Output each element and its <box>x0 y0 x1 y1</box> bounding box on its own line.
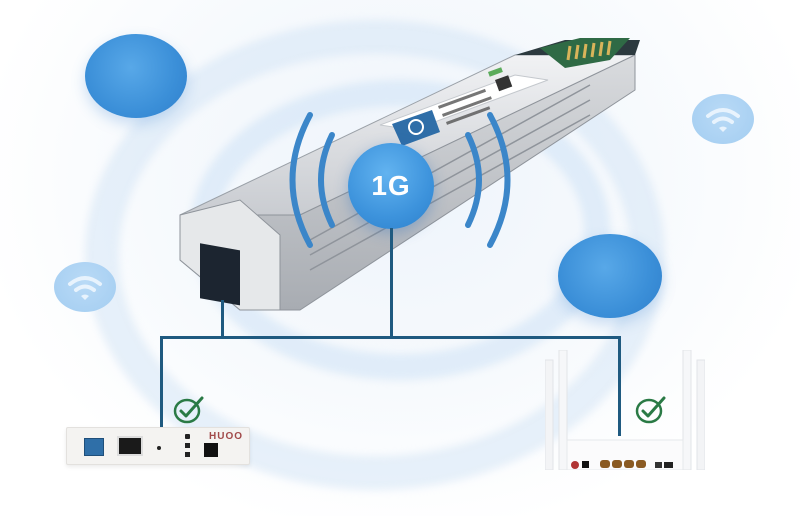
blue-orb-top-left <box>85 34 187 118</box>
fiber-port <box>84 438 104 456</box>
signal-waves <box>289 112 511 248</box>
wifi-router <box>545 350 705 470</box>
onu-device: HUOO <box>66 427 250 465</box>
connector-line-module-left <box>221 300 224 338</box>
blue-orb-right <box>558 234 662 318</box>
check-circle-icon <box>173 396 204 424</box>
wifi-badge-right <box>692 94 754 144</box>
connector-line-to-router <box>618 336 621 436</box>
wifi-icon <box>68 276 102 300</box>
wifi-icon <box>706 108 740 132</box>
connector-line-to-onu <box>160 336 163 428</box>
speed-badge: 1G <box>348 143 434 229</box>
brand-eye-logo-icon <box>408 119 424 135</box>
brand-label: HUOO <box>209 431 243 442</box>
status-leds <box>157 434 193 460</box>
connector-line-horizontal <box>160 336 620 339</box>
ethernet-port <box>117 436 143 456</box>
power-port <box>204 443 218 457</box>
connector-line-module-center <box>390 228 393 338</box>
check-circle-icon <box>635 396 666 424</box>
wifi-badge-left <box>54 262 116 312</box>
